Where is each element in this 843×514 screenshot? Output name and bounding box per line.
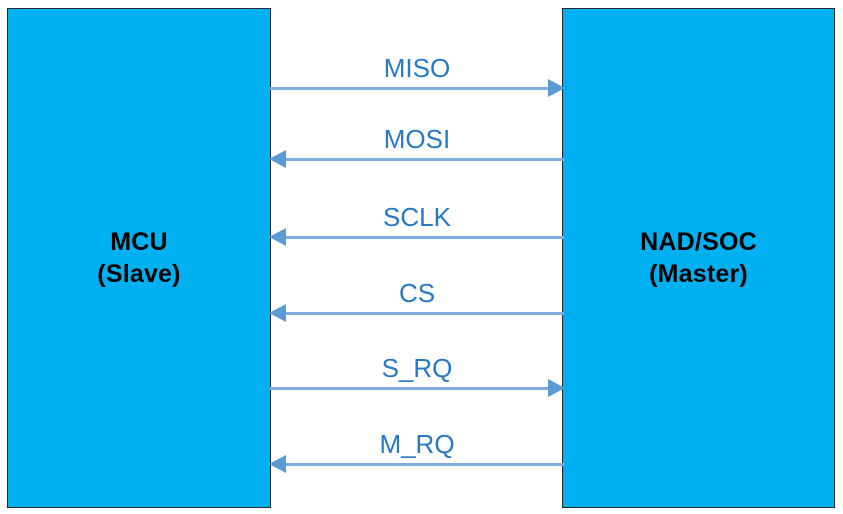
signal-label-mosi: MOSI [383, 124, 451, 154]
signal-label-cs: CS [398, 278, 436, 308]
node-nad-soc-name: NAD/SOC [640, 228, 757, 256]
arrow-head-left-icon [269, 304, 286, 322]
arrow-shaft-mosi [283, 158, 564, 161]
arrow-head-right-icon [548, 79, 565, 97]
arrow-shaft-m-rq [283, 463, 564, 466]
arrow-shaft-s-rq [270, 387, 551, 390]
node-mcu-name: MCU [110, 228, 168, 256]
node-mcu[interactable]: MCU (Slave) [7, 8, 271, 508]
signal-label-m-rq: M_RQ [379, 429, 455, 459]
signal-label-sclk: SCLK [383, 202, 451, 232]
arrow-shaft-miso [270, 87, 551, 90]
arrow-shaft-sclk [283, 236, 564, 239]
node-nad-soc-role: (Master) [649, 260, 748, 288]
arrow-head-left-icon [269, 228, 286, 246]
signal-label-miso: MISO [383, 53, 451, 83]
arrow-head-left-icon [269, 150, 286, 168]
arrow-head-left-icon [269, 455, 286, 473]
node-nad-soc[interactable]: NAD/SOC (Master) [562, 8, 835, 508]
node-mcu-role: (Slave) [97, 260, 181, 288]
arrow-head-right-icon [548, 379, 565, 397]
signal-label-s-rq: S_RQ [381, 353, 453, 383]
arrow-shaft-cs [283, 312, 564, 315]
